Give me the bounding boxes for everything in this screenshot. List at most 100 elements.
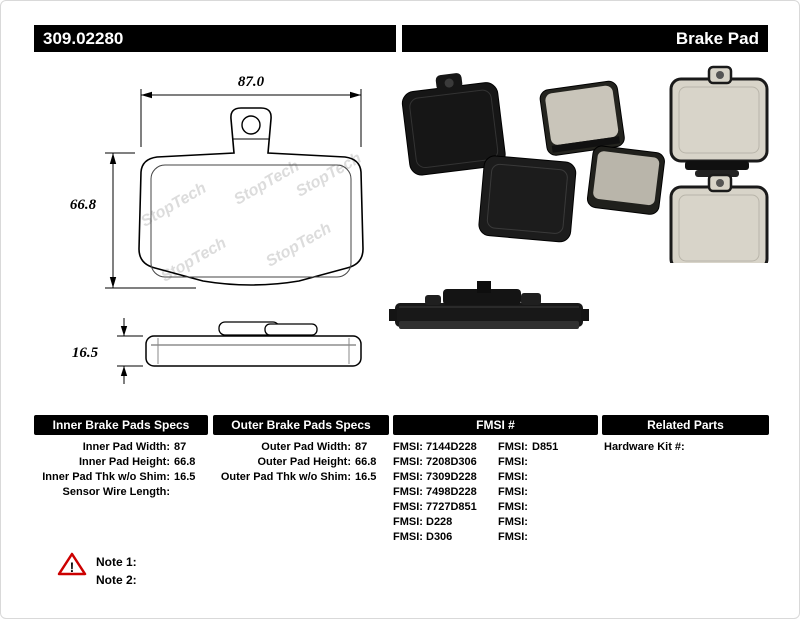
inner-specs-list: Inner Pad Width: 87 Inner Pad Height: 66…: [34, 440, 208, 500]
fmsi-value: [532, 470, 598, 485]
pad-inner-outline: [150, 164, 352, 278]
fmsi-row: FMSI: 7144D228 FMSI: D851: [393, 440, 598, 455]
ceramic-pad-photo: [669, 173, 769, 263]
watermark-text: StopTech: [263, 220, 334, 271]
fmsi-label: FMSI:: [498, 486, 528, 498]
fmsi-label: FMSI:: [498, 531, 528, 543]
fmsi-label: FMSI:: [393, 486, 423, 498]
pad-side-clip: [477, 281, 491, 293]
black-pad-photo: [478, 155, 577, 243]
fmsi-value: [532, 500, 598, 515]
product-photo-side: [389, 281, 589, 329]
black-pad-photo: [401, 73, 506, 176]
pad-edge-outline: [145, 335, 362, 367]
spec-row: Hardware Kit #:: [602, 440, 769, 455]
outer-specs-list: Outer Pad Width: 87 Outer Pad Height: 66…: [213, 440, 389, 485]
arrowhead: [141, 91, 152, 99]
product-photo-pads: [401, 65, 769, 263]
fmsi-label: FMSI:: [498, 501, 528, 513]
fmsi-value: [532, 530, 598, 545]
arrowhead: [350, 91, 361, 99]
width-dimension-lines: [140, 89, 362, 147]
fmsi-value: 7144D228: [426, 441, 477, 453]
spec-value: 87: [174, 441, 187, 453]
hardware-clip: [685, 161, 749, 170]
warning-icon: !: [57, 552, 87, 576]
related-parts-list: Hardware Kit #:: [602, 440, 769, 455]
fmsi-value: 7498D228: [426, 486, 477, 498]
spec-value: [170, 485, 208, 500]
fmsi-value: D851: [532, 441, 559, 453]
spec-row: Outer Pad Thk w/o Shim: 16.5: [213, 470, 389, 485]
fmsi-row: FMSI: 7208D306 FMSI:: [393, 455, 598, 470]
spec-label: Outer Pad Thk w/o Shim:: [220, 471, 351, 483]
friction-pad-photo: [539, 80, 625, 156]
watermark-text: StopTech: [293, 150, 364, 201]
fmsi-label: FMSI:: [498, 456, 528, 468]
pad-side-clip: [425, 295, 441, 305]
fmsi-label: FMSI:: [393, 531, 423, 543]
watermark-text: StopTech: [138, 180, 209, 231]
fmsi-value: [532, 485, 598, 500]
arrowhead: [109, 153, 117, 164]
pad-outline: [138, 107, 364, 286]
height-dimension-lines: [105, 152, 196, 289]
fmsi-value: D306: [426, 531, 453, 543]
spec-label: Outer Pad Width:: [261, 441, 351, 453]
fmsi-value: 7727D851: [426, 501, 477, 513]
fmsi-row: FMSI: 7309D228 FMSI:: [393, 470, 598, 485]
tab-hole: [241, 115, 261, 135]
fmsi-row: FMSI: D306 FMSI:: [393, 530, 598, 545]
spec-row: Inner Pad Width: 87: [34, 440, 208, 455]
spec-value: 66.8: [355, 456, 377, 468]
fmsi-label: FMSI:: [393, 471, 423, 483]
spec-row: Inner Pad Height: 66.8: [34, 455, 208, 470]
fmsi-header: FMSI #: [393, 415, 598, 435]
fmsi-label: FMSI:: [498, 471, 528, 483]
fmsi-value: [532, 455, 598, 470]
spec-row: Outer Pad Height: 66.8: [213, 455, 389, 470]
fmsi-value: D228: [426, 516, 453, 528]
fmsi-list: FMSI: 7144D228 FMSI: D851 FMSI: 7208D306…: [393, 440, 598, 545]
spec-label: Sensor Wire Length:: [62, 486, 170, 498]
fmsi-row: FMSI: 7498D228 FMSI:: [393, 485, 598, 500]
fmsi-value: 7309D228: [426, 471, 477, 483]
friction-pad-photo: [586, 145, 665, 215]
spec-value: 66.8: [174, 456, 196, 468]
part-number-header: 309.02280: [34, 25, 396, 52]
front-view-drawing: StopTech StopTech StopTech StopTech Stop…: [70, 74, 365, 289]
inner-specs-header: Inner Brake Pads Specs: [34, 415, 208, 435]
arrowhead: [120, 326, 128, 336]
fmsi-label: FMSI:: [393, 516, 423, 528]
spec-label: Outer Pad Height:: [257, 456, 351, 468]
spring-clip-outline: [264, 323, 318, 336]
side-view-drawing: StopTech StopTech 16.5: [72, 318, 362, 384]
fmsi-label: FMSI:: [498, 516, 528, 528]
spec-value: 87: [355, 441, 368, 453]
pad-side-tab: [389, 309, 397, 321]
note-2-label: Note 2:: [96, 573, 137, 587]
product-title-header: Brake Pad: [402, 25, 768, 52]
spec-label: Inner Pad Width:: [82, 441, 170, 453]
fmsi-label: FMSI:: [393, 456, 423, 468]
fmsi-label: FMSI:: [393, 441, 423, 453]
related-parts-header: Related Parts: [602, 415, 769, 435]
arrowhead: [109, 277, 117, 288]
spec-label: Inner Pad Thk w/o Shim:: [42, 471, 170, 483]
pad-side-friction: [399, 321, 579, 329]
warning-exclamation: !: [70, 559, 75, 575]
spec-label: Hardware Kit #:: [604, 441, 685, 453]
outer-specs-header: Outer Brake Pads Specs: [213, 415, 389, 435]
fmsi-row: FMSI: D228 FMSI:: [393, 515, 598, 530]
fmsi-value: [532, 515, 598, 530]
note-1-label: Note 1:: [96, 555, 137, 569]
spec-label: Inner Pad Height:: [78, 456, 170, 468]
pad-side-clip: [443, 289, 521, 305]
pad-side-clip: [521, 293, 541, 305]
height-dimension-label: 66.8: [70, 197, 97, 213]
ceramic-pad-photo: [669, 65, 769, 163]
fmsi-value: 7208D306: [426, 456, 477, 468]
pad-side-tab: [581, 309, 589, 321]
fmsi-label: FMSI:: [393, 501, 423, 513]
